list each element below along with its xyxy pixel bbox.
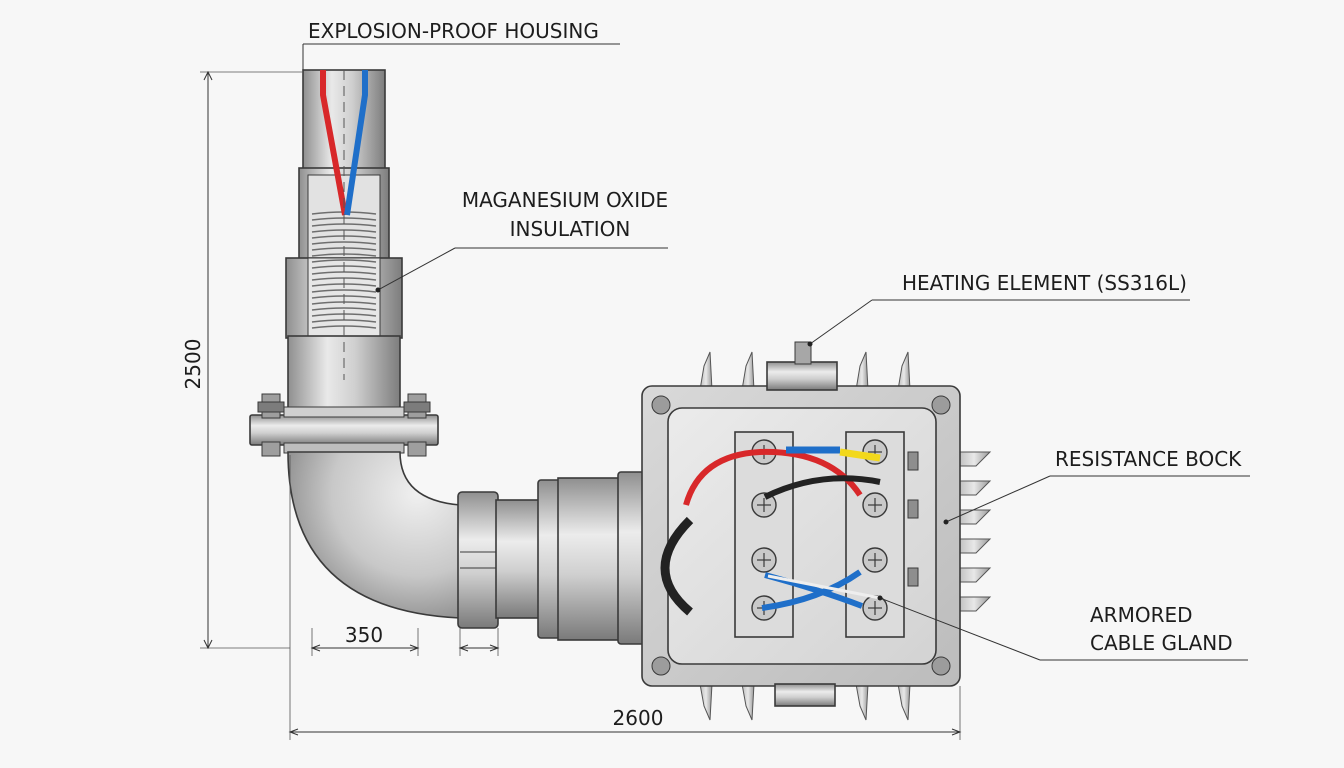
flange-bolt-left	[257, 393, 285, 457]
coil-turn	[311, 271, 377, 275]
dimension-width: 2600	[613, 706, 664, 730]
label-heating-element: HEATING ELEMENT (SS316L)	[902, 271, 1187, 295]
coil-turn	[311, 241, 377, 245]
cooling-fins	[699, 351, 992, 721]
flange-bolt-right	[403, 393, 431, 457]
side-fin	[957, 451, 992, 467]
top-fin	[741, 351, 755, 391]
side-fin	[957, 509, 992, 525]
label-armored-line1: ARMORED	[1090, 603, 1193, 627]
coil-turn	[311, 259, 377, 263]
vertical-wires	[320, 70, 368, 380]
dimension-offset: 350	[345, 623, 383, 647]
side-fin	[957, 567, 992, 583]
top-fin	[897, 351, 911, 391]
bottom-fin	[741, 683, 755, 721]
label-armored-line2: CABLE GLAND	[1090, 631, 1233, 655]
callout-leaders	[302, 43, 1250, 661]
side-fin	[957, 480, 992, 496]
pipe-elbow	[287, 451, 461, 619]
terminal-screws	[751, 439, 888, 621]
dimension-height: 2500	[181, 339, 205, 390]
label-insulation-line2: INSULATION	[510, 217, 631, 241]
side-fin	[957, 538, 992, 554]
label-resistance-block: RESISTANCE BOCK	[1055, 447, 1242, 471]
bottom-fin	[897, 683, 911, 721]
coil-turn	[311, 289, 377, 293]
label-explosion-proof-housing: EXPLOSION-PROOF HOUSING	[308, 19, 599, 43]
coil-turn	[311, 319, 377, 323]
bottom-fin	[699, 683, 713, 721]
top-fin	[855, 351, 869, 391]
bottom-fin	[855, 683, 869, 721]
coil-turn	[311, 307, 377, 311]
box-wiring	[660, 446, 881, 616]
dimension-lines	[200, 70, 962, 740]
side-fin	[957, 596, 992, 612]
top-fin	[699, 351, 713, 391]
pipe-flange	[249, 393, 439, 457]
label-insulation-line1: MAGANESIUM OXIDE	[462, 188, 668, 212]
coil-turn	[311, 223, 377, 227]
